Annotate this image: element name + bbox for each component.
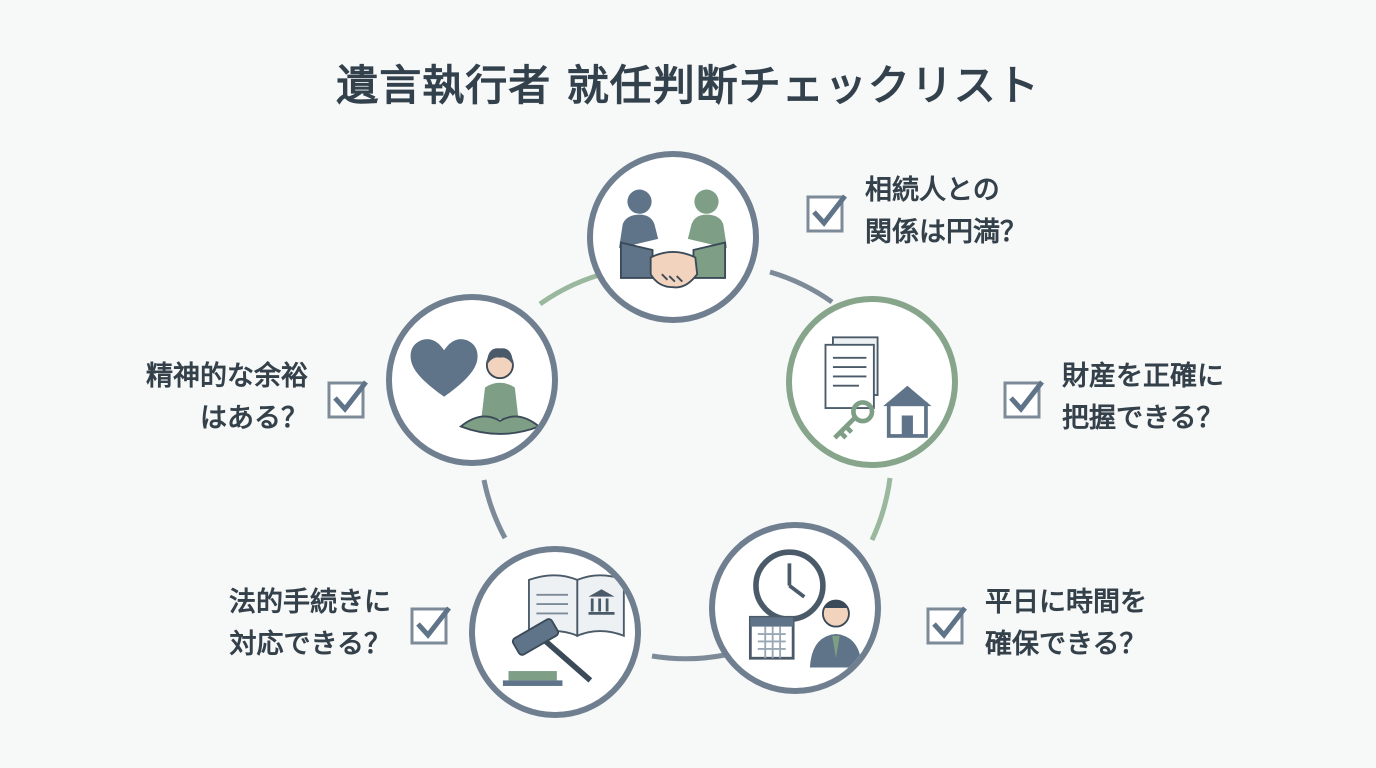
time-node — [709, 522, 881, 694]
heart-meditation-icon — [410, 339, 541, 435]
checkbox-checked-icon[interactable] — [326, 376, 370, 420]
checkbox-checked-icon[interactable] — [1002, 376, 1046, 420]
checklist-item-legal: 法的手続きに 対応できる？ — [229, 582, 453, 666]
checklist-label: 法的手続きに 対応できる？ — [229, 587, 391, 660]
assets-node — [786, 296, 958, 468]
checklist-item-mental: 精神的な余裕 はある？ — [146, 356, 370, 440]
checklist-label: 精神的な余裕 はある？ — [146, 361, 308, 434]
checklist-label: 平日に時間を 確保できる？ — [985, 587, 1147, 660]
checkbox-checked-icon[interactable] — [409, 602, 453, 646]
checklist-item-time: 平日に時間を 確保できる？ — [925, 582, 1147, 666]
checklist-item-relationship: 相続人との 関係は円満？ — [805, 170, 1027, 254]
checklist-item-assets: 財産を正確に 把握できる？ — [1002, 356, 1224, 440]
ring-arc-right — [869, 477, 893, 542]
handshake-icon — [619, 189, 727, 289]
clock-calendar-businessman-icon — [748, 549, 862, 668]
checklist-label: 相続人との 関係は円満？ — [865, 175, 1027, 248]
mental-node — [386, 294, 558, 466]
ring-arc-top-right — [769, 269, 834, 305]
ring-arc-left — [481, 479, 508, 540]
relationship-node — [587, 151, 759, 323]
checkbox-checked-icon[interactable] — [805, 190, 849, 234]
page-title: 遺言執行者 就任判断チェックリスト — [336, 61, 1040, 110]
legal-node — [469, 546, 641, 718]
checkbox-checked-icon[interactable] — [925, 602, 969, 646]
documents-key-house-icon — [824, 336, 932, 440]
gavel-law-book-icon — [502, 574, 625, 686]
checklist-label: 財産を正確に 把握できる？ — [1062, 361, 1224, 434]
ring-arc-bottom — [651, 652, 726, 662]
